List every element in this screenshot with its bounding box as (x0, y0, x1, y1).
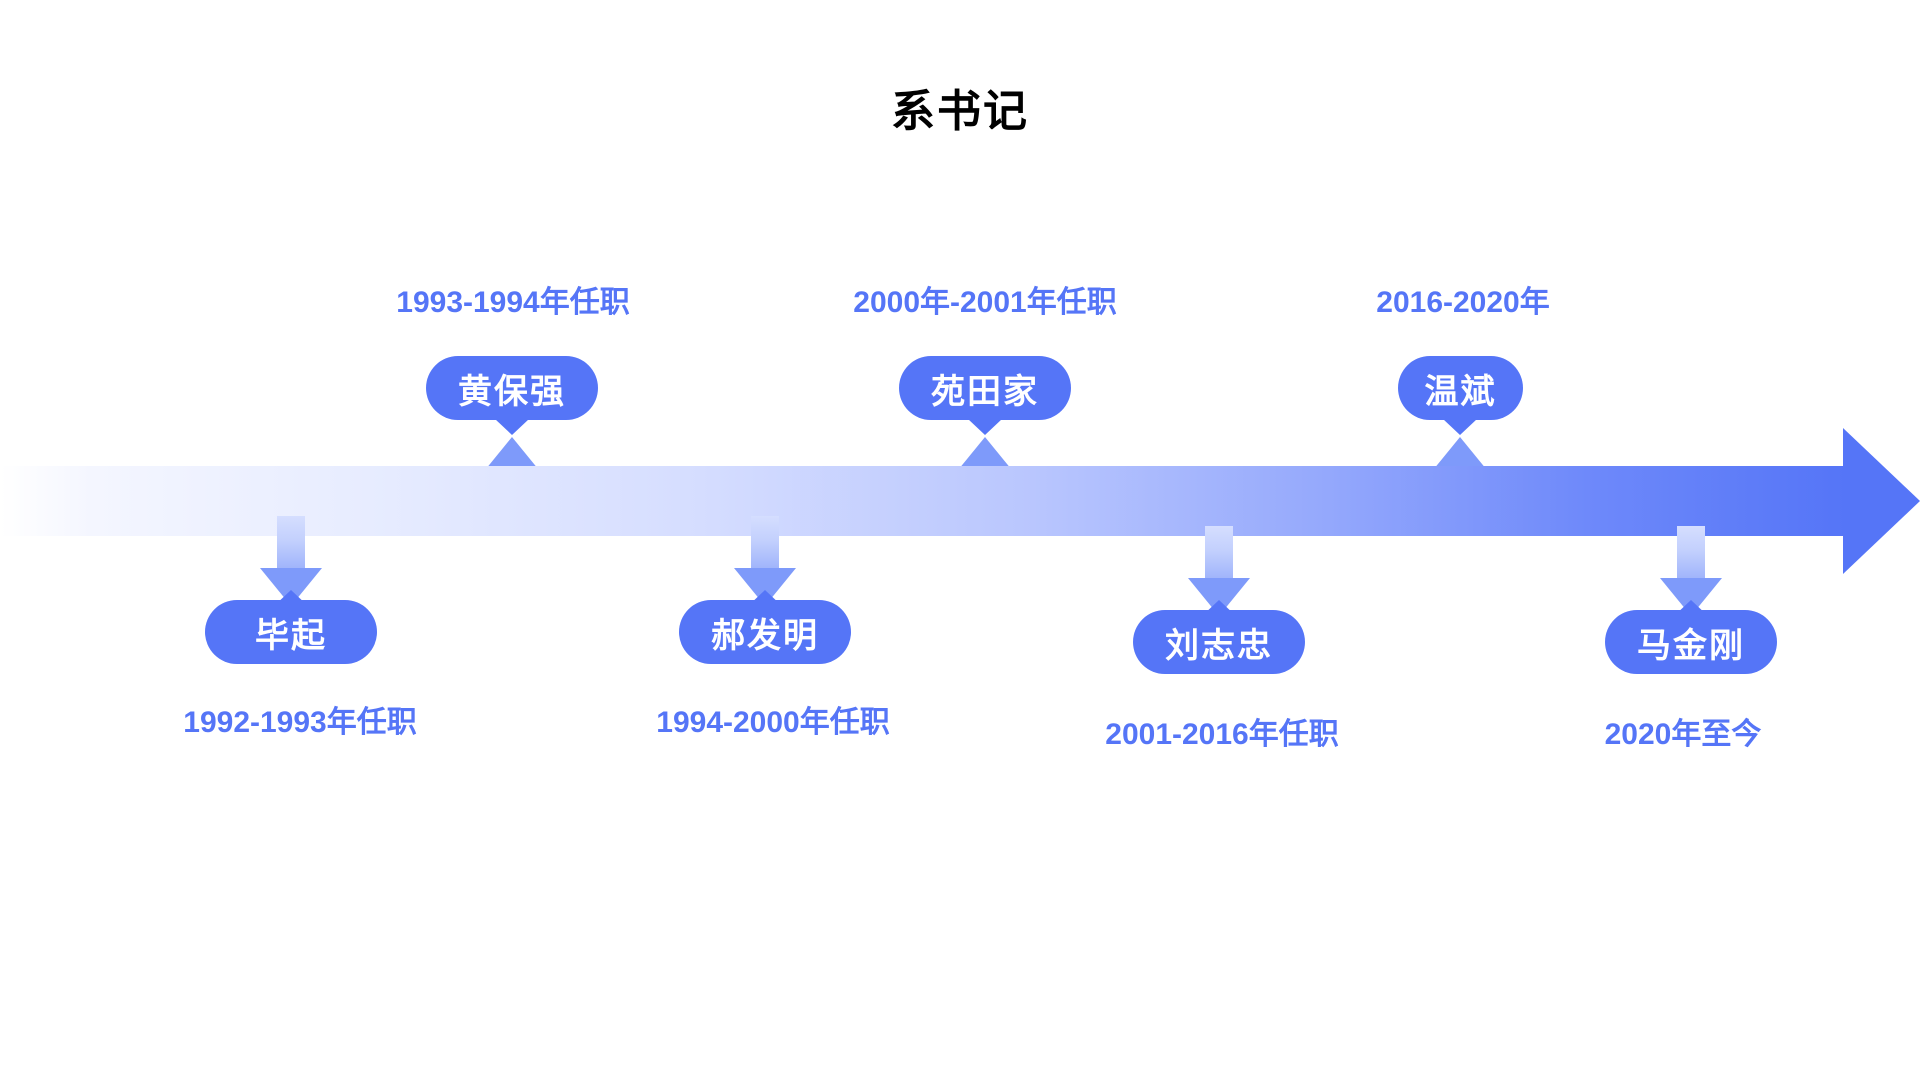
pill-tail-icon-2 (968, 419, 1002, 435)
caption-below-1: 1992-1993年任职 (183, 706, 417, 739)
caption-below-4: 2020年至今 (1604, 718, 1762, 751)
person-name: 毕起 (255, 616, 327, 655)
caption-above-2: 2000年-2001年任职 (853, 286, 1117, 319)
person-pill-yuantianjia[interactable]: 苑田家 (899, 356, 1071, 420)
pill-tail-icon-3 (1443, 419, 1477, 435)
person-name: 马金刚 (1637, 626, 1745, 665)
person-name: 郝发明 (711, 616, 819, 655)
person-pill-wenbin[interactable]: 温斌 (1398, 356, 1523, 420)
timeline-axis (0, 428, 1920, 574)
pill-tail-icon-1 (495, 419, 529, 435)
person-pill-huangbaoqiang[interactable]: 黄保强 (426, 356, 598, 420)
caption-below-2: 1994-2000年任职 (656, 706, 890, 739)
arrow-stem (277, 516, 305, 570)
timeline-bar (0, 466, 1845, 536)
arrow-stem (751, 516, 779, 570)
arrow-stem (1677, 526, 1705, 580)
person-pill-liuzhizhong[interactable]: 刘志忠 (1133, 610, 1305, 674)
person-name: 苑田家 (931, 372, 1039, 411)
person-name: 刘志忠 (1165, 626, 1273, 665)
person-name: 黄保强 (458, 372, 566, 411)
caption-below-3: 2001-2016年任职 (1105, 718, 1339, 751)
caption-above-1: 1993-1994年任职 (396, 286, 630, 319)
caption-above-3: 2016-2020年 (1376, 286, 1550, 319)
timeline-arrowhead-icon (1843, 428, 1920, 574)
person-name: 温斌 (1424, 372, 1497, 411)
person-pill-haofaming[interactable]: 郝发明 (679, 600, 851, 664)
person-pill-biqi[interactable]: 毕起 (205, 600, 377, 664)
person-pill-majingang[interactable]: 马金刚 (1605, 610, 1777, 674)
page-title: 系书记 (891, 87, 1029, 136)
arrow-stem (1205, 526, 1233, 580)
